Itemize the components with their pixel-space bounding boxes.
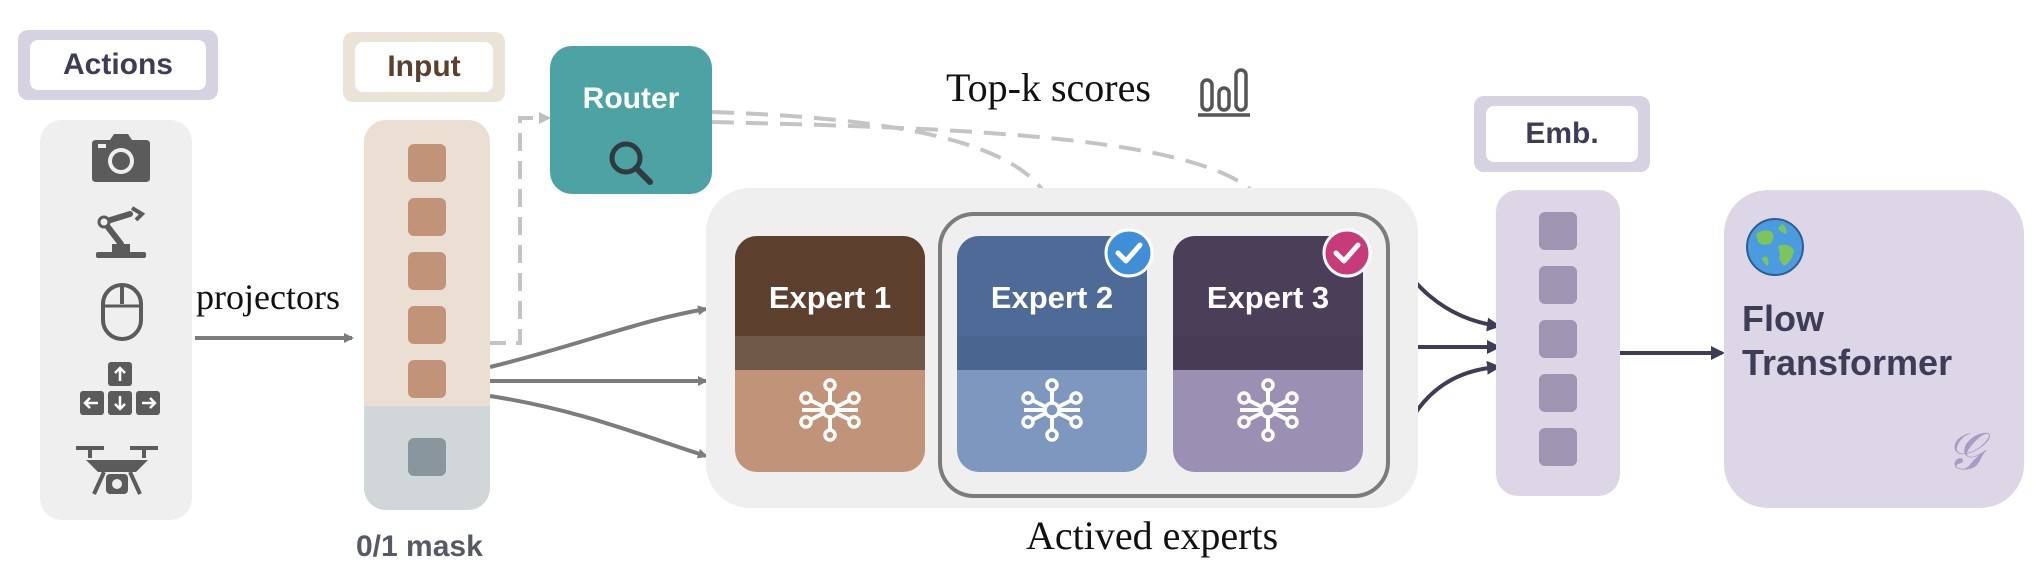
input-to-experts-arrow-3: [489, 394, 708, 459]
input-tag: Input: [343, 32, 505, 102]
actions-tag: Actions: [18, 30, 218, 100]
actions-label: Actions: [30, 40, 206, 90]
input-token: [408, 198, 446, 236]
robot-arm-icon: [96, 206, 146, 258]
arrow-keys-icon: [80, 362, 160, 415]
input-to-experts-arrow-1: [489, 305, 708, 369]
actived-experts-outline: [938, 212, 1390, 498]
flow-transformer-box: Flow Transformer 𝒢: [1724, 190, 2024, 508]
flow-label-line2: Transformer: [1742, 342, 1953, 383]
camera-icon: [92, 134, 150, 182]
router-to-expert3-dashed-arrow: [711, 120, 1266, 209]
emb-panel: [1496, 190, 1620, 496]
expert-1-label: Expert 1: [768, 280, 892, 315]
router-label: Router: [582, 82, 680, 115]
expert-2-check-icon: [1104, 228, 1154, 278]
g-logo: 𝒢: [1946, 422, 1984, 482]
emb-token: [1539, 212, 1577, 250]
input-label: Input: [355, 42, 493, 92]
router-to-expert2-dashed-arrow: [711, 110, 1052, 205]
projectors-label: projectors: [196, 277, 340, 317]
mouse-icon: [101, 283, 143, 341]
expert-2-band: [957, 336, 1147, 370]
emb-tag: Emb.: [1474, 96, 1650, 172]
flow-label-line1: Flow: [1742, 298, 1824, 339]
expert-2-card: Expert 2: [957, 236, 1147, 472]
expert-3-check-icon: [1322, 228, 1372, 278]
emb-token: [1539, 266, 1577, 304]
input-token: [408, 306, 446, 344]
expert-2-label: Expert 2: [990, 280, 1114, 315]
mask-label: 0/1 mask: [356, 530, 483, 563]
actived-experts-label: Actived experts: [1026, 513, 1279, 558]
expert-1-top: [735, 236, 925, 336]
globe-icon: [1746, 218, 1804, 276]
router-box: Router: [550, 46, 712, 194]
expert-1-band: [735, 336, 925, 370]
network-icon: [1237, 378, 1299, 442]
topk-label: Top-k scores: [946, 65, 1151, 110]
emb-token: [1539, 320, 1577, 358]
input-to-router-dashed-arrow: [488, 112, 551, 345]
drone-icon: [76, 446, 158, 495]
expert-3-band: [1173, 336, 1363, 370]
expert-3-label: Expert 3: [1206, 280, 1330, 315]
network-icon: [1021, 378, 1083, 442]
input-panel: [364, 120, 490, 510]
bar-chart-icon: [1198, 68, 1250, 117]
emb-token: [1539, 374, 1577, 412]
actions-panel: [40, 120, 192, 520]
input-token: [408, 144, 446, 182]
mask-token: [408, 438, 446, 476]
emb-token: [1539, 428, 1577, 466]
search-icon: [609, 141, 653, 185]
input-token: [408, 360, 446, 398]
expert-1-card: Expert 1: [735, 236, 925, 472]
emb-label: Emb.: [1486, 106, 1638, 162]
input-token: [408, 252, 446, 290]
network-icon: [799, 378, 861, 442]
